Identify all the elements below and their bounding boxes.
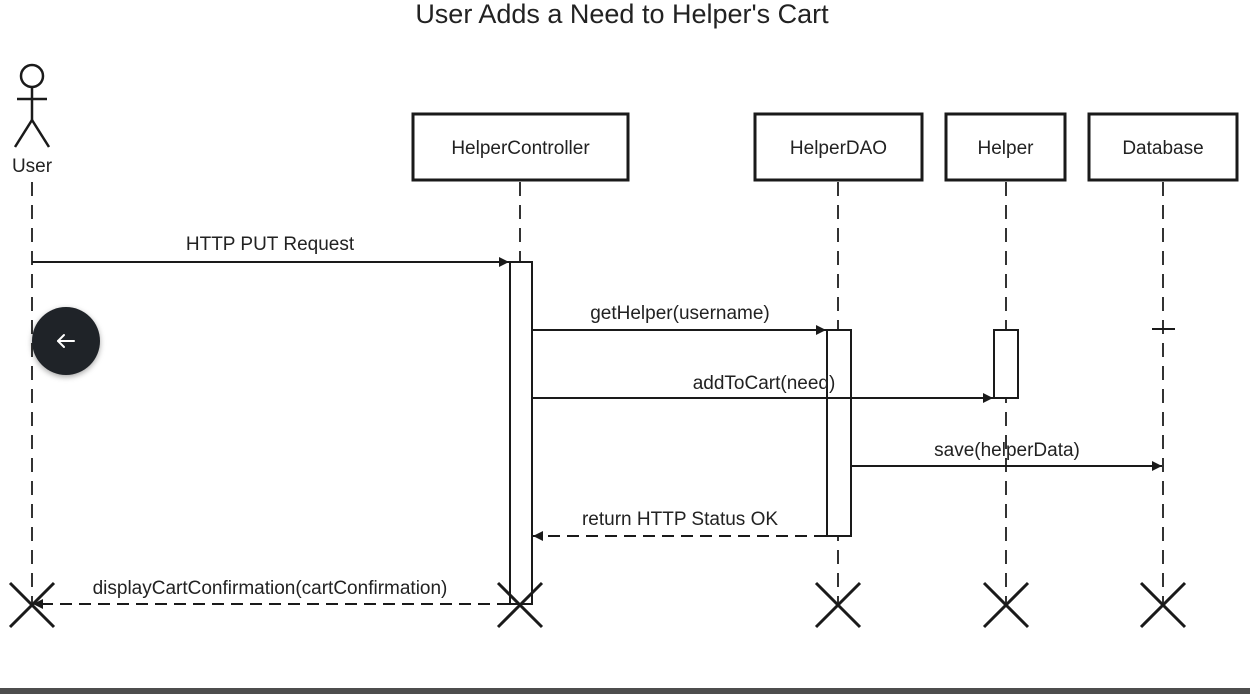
destroy-x-icon (1139, 581, 1187, 629)
participant-helper: Helper (944, 112, 1067, 182)
destroy-x-icon (982, 581, 1030, 629)
participant-database: Database (1087, 112, 1239, 182)
message-label: return HTTP Status OK (582, 509, 778, 530)
message-label: displayCartConfirmation(cartConfirmation… (93, 578, 448, 599)
message-http-put: HTTP PUT Request (32, 234, 509, 267)
message-save: save(helperData) (851, 440, 1162, 471)
stick-figure-icon (13, 63, 51, 148)
participant-label: HelperController (451, 138, 590, 159)
message-label: getHelper(username) (590, 303, 770, 324)
activation-bar-helper (993, 329, 1019, 399)
message-label: addToCart(need) (693, 373, 836, 394)
participant-label: Database (1122, 138, 1203, 159)
bottom-bar (0, 688, 1250, 694)
diagram-title: User Adds a Need to Helper's Cart (415, 0, 829, 29)
activation-bar-helper-dao (826, 329, 852, 537)
message-label: HTTP PUT Request (186, 234, 355, 255)
actor-label: User (12, 156, 53, 177)
participant-label: Helper (978, 138, 1035, 159)
message-display-confirmation: displayCartConfirmation(cartConfirmation… (33, 578, 509, 609)
destroy-x-icon (8, 581, 56, 629)
back-button[interactable] (32, 307, 100, 375)
participant-helper-controller: HelperController (411, 112, 630, 182)
message-return-ok: return HTTP Status OK (533, 509, 826, 541)
activation-bar-helper-controller (509, 261, 533, 605)
participant-label: HelperDAO (790, 138, 887, 159)
arrow-left-icon (57, 334, 75, 348)
destroy-x-icon (496, 581, 544, 629)
participant-helper-dao: HelperDAO (753, 112, 924, 182)
message-label: save(helperData) (934, 440, 1080, 461)
actor-user: User (12, 63, 53, 177)
destroy-x-icon (814, 581, 862, 629)
message-add-to-cart: addToCart(need) (532, 373, 993, 403)
message-get-helper: getHelper(username) (532, 303, 826, 335)
